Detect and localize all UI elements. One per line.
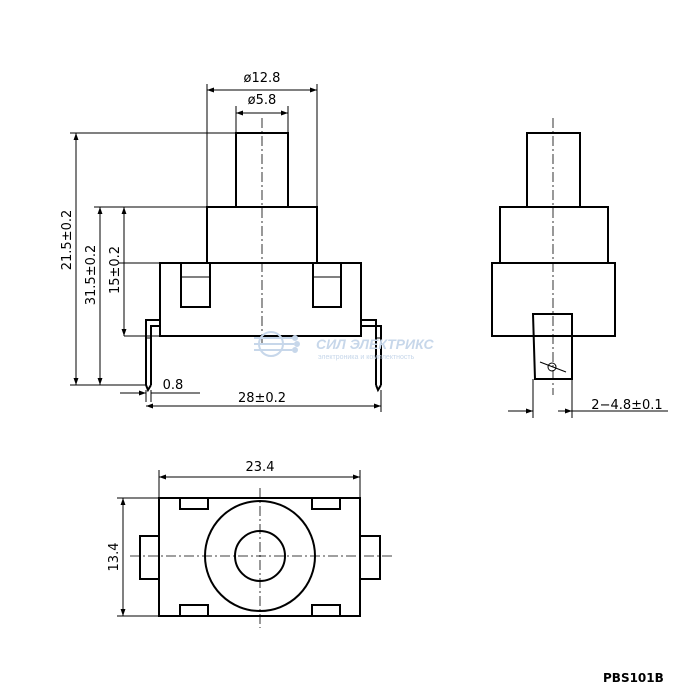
top-side-lugs xyxy=(139,535,381,580)
part-number: PBS101B xyxy=(603,671,664,685)
dim-height-body-label: 15±0.2 xyxy=(108,246,123,294)
dim-top-width-label: 23.4 xyxy=(246,460,275,475)
dim-diameter-outer: ø12.8 xyxy=(206,71,318,207)
dim-height-total-label: 21.5±0.2 xyxy=(60,210,75,271)
top-view: 23.4 13.4 xyxy=(107,460,395,628)
front-terminals xyxy=(145,319,382,393)
watermark-tagline: электроника и комплектность xyxy=(318,354,415,361)
side-collar xyxy=(499,206,609,264)
dim-pin-span-label: 28±0.2 xyxy=(238,391,286,406)
side-view: 2−4.8±0.1 xyxy=(491,118,668,418)
dim-heights: 21.5±0.2 31.5±0.2 15±0.2 xyxy=(60,132,236,386)
dim-top-width: 23.4 xyxy=(158,460,361,498)
side-actuator xyxy=(526,132,581,208)
watermark: СИЛ ЭЛЕКТРИКС электроника и комплектност… xyxy=(254,331,435,361)
watermark-brand: СИЛ ЭЛЕКТРИКС xyxy=(316,336,435,352)
dim-height-mid-label: 31.5±0.2 xyxy=(84,245,99,306)
dim-diameter-inner: ø5.8 xyxy=(235,93,289,133)
side-terminal xyxy=(531,313,573,380)
front-view: ø12.8 ø5.8 21.5±0.2 31.5±0.2 15±0.2 xyxy=(60,71,382,412)
front-housing-tabs xyxy=(180,263,342,308)
dim-terminal: 2−4.8±0.1 xyxy=(508,379,668,418)
dim-pin-thickness-label: 0.8 xyxy=(163,378,184,393)
side-housing xyxy=(491,262,616,337)
dim-diameter-inner-label: ø5.8 xyxy=(248,93,277,108)
top-body xyxy=(158,497,361,617)
dim-top-height-label: 13.4 xyxy=(107,543,122,572)
watermark-logo-icon xyxy=(254,331,300,357)
front-housing xyxy=(159,262,362,337)
top-corner-slots xyxy=(179,497,341,617)
dim-pin-span: 28±0.2 xyxy=(146,390,382,412)
dim-terminal-label: 2−4.8±0.1 xyxy=(591,398,662,413)
dim-diameter-outer-label: ø12.8 xyxy=(244,71,281,86)
dim-top-height: 13.4 xyxy=(107,497,159,617)
dim-pin-thickness: 0.8 xyxy=(120,378,200,402)
